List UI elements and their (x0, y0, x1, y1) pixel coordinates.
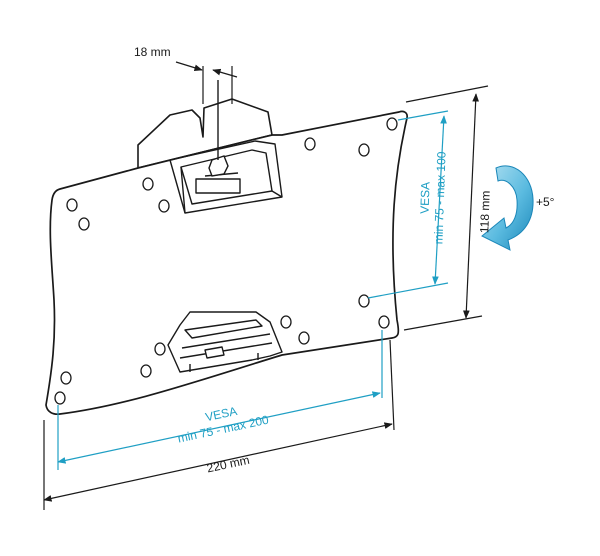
screw-hole (378, 315, 390, 329)
vesa-vertical-title: VESA (417, 182, 432, 214)
tilt-label: +5° (536, 195, 555, 209)
screw-hole (358, 143, 370, 157)
screw-hole (358, 294, 370, 308)
depth-dim-arrow-left (175, 61, 203, 71)
vesa-vertical-arrow (432, 115, 447, 285)
vesa-horizontal-arrow (57, 391, 381, 464)
vesa-vertical-range: min 75 - max 100 (431, 151, 448, 244)
depth-label: 18 mm (134, 45, 171, 59)
height-label: 118 mm (477, 190, 492, 233)
top-hook-bracket (137, 98, 273, 169)
lower-bracket-housing (167, 311, 283, 373)
screw-hole (54, 391, 66, 405)
screw-hole (280, 315, 292, 329)
screw-hole (60, 371, 72, 385)
curved-tilt-arrow-icon (481, 165, 534, 251)
vesa-lines (57, 110, 449, 470)
height-dim-arrow (462, 93, 480, 319)
screw-hole (66, 198, 78, 212)
screw-hole (78, 217, 90, 231)
depth-dim-arrow-right (212, 68, 238, 78)
vesa-horizontal-title: VESA (204, 404, 238, 424)
screw-hole (304, 137, 316, 151)
screw-hole (158, 199, 170, 213)
lock-bolt (208, 80, 229, 177)
width-label: 220 mm (206, 453, 251, 476)
screw-hole (386, 117, 398, 131)
screw-hole (298, 331, 310, 345)
screw-hole (142, 177, 154, 191)
screw-hole (154, 342, 166, 356)
screw-hole (140, 364, 152, 378)
